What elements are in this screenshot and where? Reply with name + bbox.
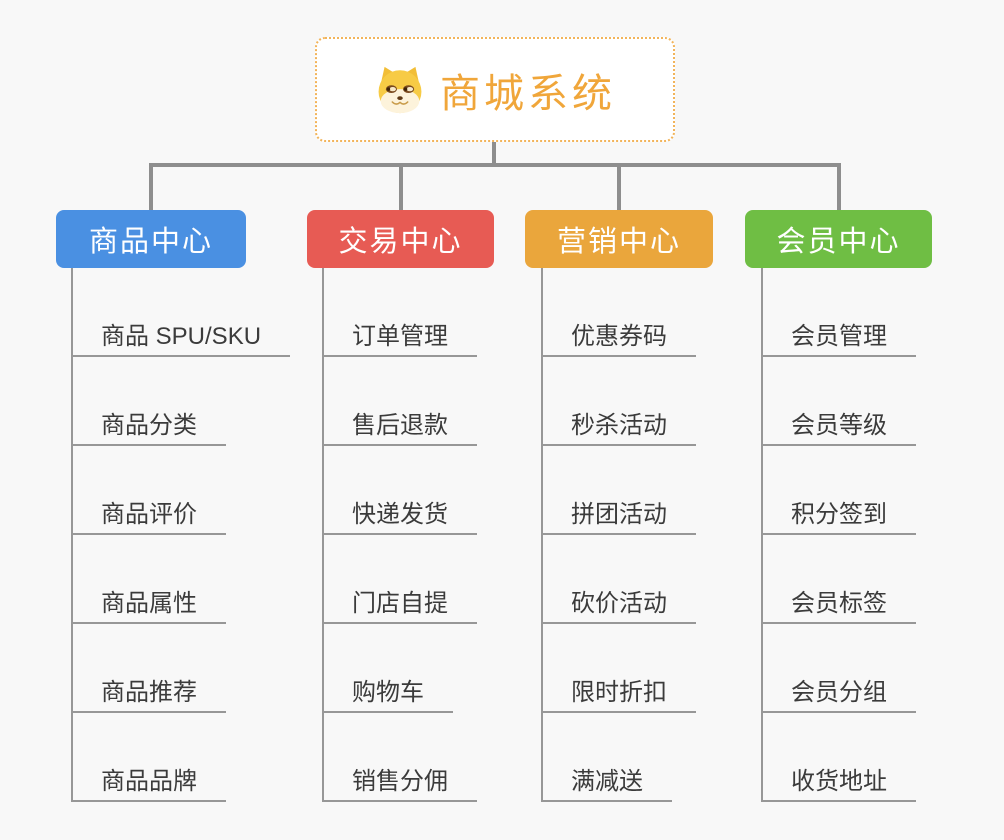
leaf-topic-label: 门店自提: [352, 590, 448, 617]
branch-children-trade: 订单管理 售后退款 快递发货 门店自提 购物车 销售分佣: [322, 268, 477, 802]
leaf-topic-label: 会员等级: [791, 412, 887, 439]
leaf-topic[interactable]: 满减送: [543, 713, 672, 802]
leaf-topic-label: 秒杀活动: [571, 412, 667, 439]
leaf-topic[interactable]: 会员管理: [763, 268, 916, 357]
dog-face-icon: [374, 66, 426, 114]
branch-header-label: 商品中心: [88, 226, 213, 258]
leaf-topic-label: 会员管理: [791, 323, 887, 350]
connector-drop-trade: [399, 163, 403, 210]
connector-drop-marketing: [617, 163, 621, 210]
branch-header-trade-center[interactable]: 交易中心: [307, 210, 494, 268]
leaf-topic[interactable]: 商品品牌: [73, 713, 226, 802]
leaf-topic[interactable]: 购物车: [324, 624, 453, 713]
connector-drop-product: [149, 163, 153, 210]
leaf-topic-label: 购物车: [352, 679, 424, 706]
leaf-topic[interactable]: 收货地址: [763, 713, 916, 802]
leaf-topic-label: 销售分佣: [352, 768, 448, 795]
leaf-topic-label: 收货地址: [791, 768, 887, 795]
leaf-topic[interactable]: 会员分组: [763, 624, 916, 713]
leaf-topic[interactable]: 限时折扣: [543, 624, 696, 713]
branch-header-member-center[interactable]: 会员中心: [745, 210, 932, 268]
connector-root-stem: [492, 140, 496, 166]
leaf-topic[interactable]: 门店自提: [324, 535, 477, 624]
connector-drop-member: [837, 163, 841, 210]
leaf-topic[interactable]: 秒杀活动: [543, 357, 696, 446]
leaf-topic[interactable]: 积分签到: [763, 446, 916, 535]
leaf-topic[interactable]: 售后退款: [324, 357, 477, 446]
leaf-topic-label: 商品 SPU/SKU: [101, 323, 262, 350]
branch-header-label: 会员中心: [776, 226, 901, 258]
leaf-topic-label: 商品推荐: [101, 679, 197, 706]
leaf-topic[interactable]: 优惠券码: [543, 268, 696, 357]
leaf-topic[interactable]: 砍价活动: [543, 535, 696, 624]
leaf-topic-label: 会员分组: [791, 679, 887, 706]
leaf-topic-label: 商品评价: [101, 501, 197, 528]
branch-header-label: 营销中心: [556, 226, 681, 258]
leaf-topic[interactable]: 商品分类: [73, 357, 226, 446]
leaf-topic[interactable]: 商品属性: [73, 535, 226, 624]
connector-bus-line: [149, 163, 840, 167]
branch-header-product-center[interactable]: 商品中心: [56, 210, 246, 268]
root-topic[interactable]: 商城系统: [315, 37, 675, 142]
leaf-topic-label: 满减送: [571, 768, 643, 795]
leaf-topic-label: 商品属性: [101, 590, 197, 617]
branch-children-member: 会员管理 会员等级 积分签到 会员标签 会员分组 收货地址: [761, 268, 916, 802]
branch-header-marketing-center[interactable]: 营销中心: [525, 210, 713, 268]
leaf-topic-label: 订单管理: [352, 323, 448, 350]
root-topic-label: 商城系统: [440, 71, 616, 116]
leaf-topic[interactable]: 会员等级: [763, 357, 916, 446]
leaf-topic-label: 快递发货: [352, 501, 448, 528]
leaf-topic[interactable]: 商品推荐: [73, 624, 226, 713]
leaf-topic[interactable]: 会员标签: [763, 535, 916, 624]
leaf-topic-label: 商品品牌: [101, 768, 197, 795]
branch-children-product: 商品 SPU/SKU 商品分类 商品评价 商品属性 商品推荐 商品品牌: [71, 268, 291, 802]
leaf-topic-label: 会员标签: [791, 590, 887, 617]
leaf-topic-label: 售后退款: [352, 412, 448, 439]
leaf-topic[interactable]: 拼团活动: [543, 446, 696, 535]
leaf-topic[interactable]: 快递发货: [324, 446, 477, 535]
branch-children-marketing: 优惠券码 秒杀活动 拼团活动 砍价活动 限时折扣 满减送: [541, 268, 696, 802]
leaf-topic[interactable]: 商品 SPU/SKU: [73, 268, 291, 357]
branch-header-label: 交易中心: [338, 226, 463, 258]
leaf-topic-label: 拼团活动: [571, 501, 667, 528]
leaf-topic[interactable]: 订单管理: [324, 268, 477, 357]
leaf-topic-label: 积分签到: [791, 501, 887, 528]
leaf-topic-label: 商品分类: [101, 412, 197, 439]
leaf-topic[interactable]: 销售分佣: [324, 713, 477, 802]
leaf-topic[interactable]: 商品评价: [73, 446, 226, 535]
leaf-topic-label: 砍价活动: [571, 590, 667, 617]
leaf-topic-label: 优惠券码: [571, 323, 667, 350]
leaf-topic-label: 限时折扣: [571, 679, 667, 706]
